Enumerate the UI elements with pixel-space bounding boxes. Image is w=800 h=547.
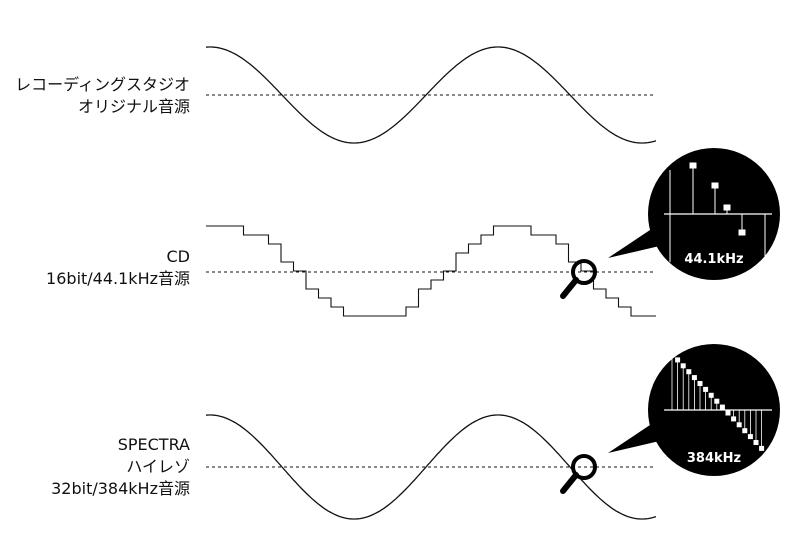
hires-magnifier-handle	[560, 472, 579, 494]
cd-magnifier: 44.1kHz	[560, 148, 780, 299]
cd-magnifier-lens	[571, 259, 597, 285]
hires-source-label-line2: ハイレゾ	[126, 457, 190, 476]
original-analog-wave	[205, 46, 657, 144]
hires-zoom-sample-detail	[664, 351, 772, 451]
original-source-label-line1: レコーディングスタジオ	[15, 75, 190, 94]
hires-magnifier-lens	[571, 454, 597, 480]
cd-stepped-wave	[206, 225, 656, 317]
original-source-label-line2: オリジナル音源	[77, 97, 190, 116]
cd-magnifier-handle	[560, 277, 579, 299]
hires-source-label: SPECTRA ハイレゾ 32bit/384kHz音源	[51, 434, 190, 500]
hires-source-label-line1: SPECTRA	[117, 435, 190, 454]
hires-sampling-rate-text: 384kHz	[687, 451, 741, 466]
cd-zoom-sample-detail	[664, 162, 772, 262]
hires-source-label-line3: 32bit/384kHz音源	[51, 479, 190, 498]
original-source-label: レコーディングスタジオ オリジナル音源	[15, 74, 190, 118]
hires-magnifier: 384kHz	[560, 344, 780, 494]
cd-source-label: CD 16bit/44.1kHz音源	[46, 246, 190, 290]
cd-source-label-line1: CD	[166, 247, 191, 266]
cd-source-label-line2: 16bit/44.1kHz音源	[46, 269, 190, 288]
cd-sampling-rate-text: 44.1kHz	[684, 252, 743, 267]
